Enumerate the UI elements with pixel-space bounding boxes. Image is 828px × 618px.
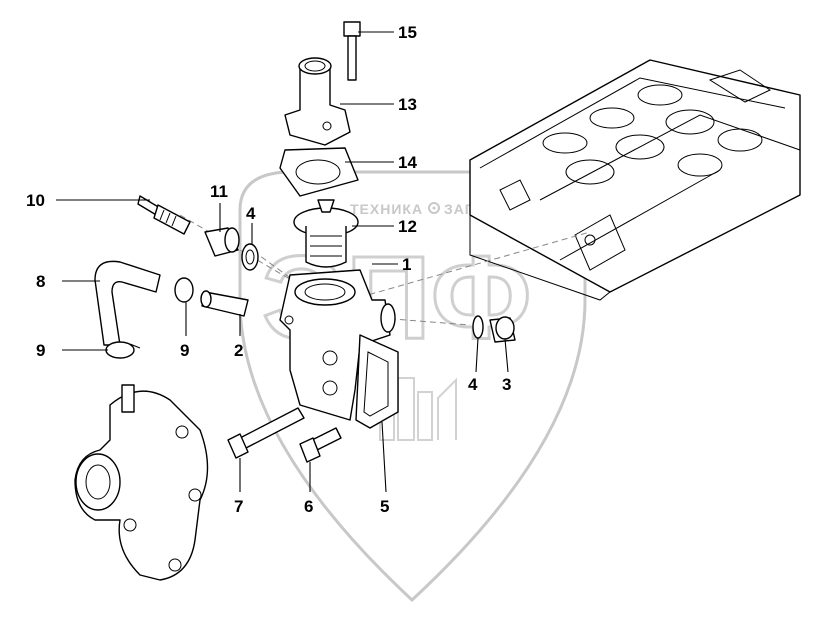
- part-14-gasket: [279, 147, 359, 197]
- callout-11: 11: [210, 182, 228, 201]
- callout-8: 8: [36, 272, 45, 291]
- callout-13: 13: [398, 95, 417, 114]
- part-4-seal-ring-left: [241, 243, 259, 271]
- callout-9-lower: 9: [36, 341, 45, 360]
- callout-6: 6: [304, 497, 313, 516]
- callout-4-left: 4: [246, 204, 256, 223]
- part-5-gasket: [355, 334, 399, 429]
- water-pump: [74, 384, 209, 581]
- part-11-adapter: [204, 227, 240, 257]
- part-4-seal-ring-right: [472, 315, 484, 339]
- callout-9-upper: 9: [180, 341, 189, 360]
- callout-7: 7: [234, 497, 243, 516]
- part-13-outlet-housing: [284, 57, 351, 146]
- gear-icon: [428, 202, 440, 214]
- callout-12: 12: [398, 217, 417, 236]
- part-9-clamp-upper: [174, 277, 194, 303]
- callout-15: 15: [398, 23, 417, 42]
- callout-4-right: 4: [468, 375, 478, 394]
- cylinder-head: [469, 59, 801, 301]
- callout-3: 3: [502, 375, 511, 394]
- part-7-bolt-long: [227, 407, 305, 459]
- part-8-hose: [94, 260, 161, 346]
- part-2-pipe: [200, 290, 249, 317]
- part-6-bolt-short: [299, 427, 342, 463]
- part-10-temperature-sensor: [137, 195, 191, 235]
- callout-10: 10: [26, 191, 45, 210]
- callout-1: 1: [402, 255, 411, 274]
- callout-14: 14: [398, 153, 417, 172]
- callout-leaders: [56, 31, 509, 493]
- callout-5: 5: [380, 497, 389, 516]
- watermark-text-technika: ТЕХНИКА: [350, 201, 423, 217]
- part-12-thermostat: [293, 199, 359, 268]
- callout-2: 2: [234, 341, 243, 360]
- part-1-thermostat-housing: [279, 269, 396, 421]
- callout-labels: 15 13 14 12 10 11 4 1 8 9 2 9 4 3 7 6 5: [26, 23, 511, 516]
- part-15-bolt: [343, 21, 361, 81]
- part-3-plug: [489, 316, 516, 343]
- part-9-clamp-lower: [105, 341, 141, 359]
